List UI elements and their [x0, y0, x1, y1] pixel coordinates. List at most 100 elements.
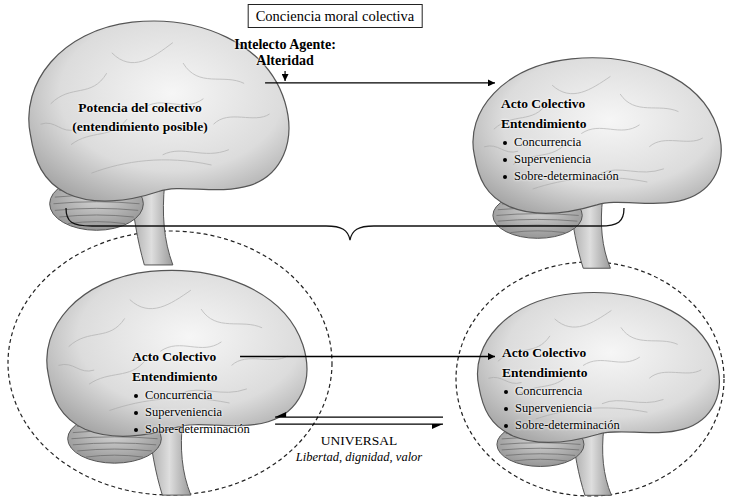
edge-label-text: Intelecto Agente: Alteridad [234, 37, 335, 68]
text-row: Concurrencia [502, 383, 677, 400]
bullet-dot [504, 407, 508, 411]
connector-line [275, 416, 443, 417]
bullet-text: Superveniencia [514, 152, 591, 166]
brain-gyrus [649, 370, 701, 378]
text-row: Concurrencia [501, 134, 676, 151]
edge-label-text: UNIVERSAL [321, 433, 398, 448]
cerebellum-stripe [73, 443, 156, 445]
cerebellum-stripe [55, 208, 138, 210]
cerebellum-stripe [71, 437, 157, 439]
brain-gyrus [112, 43, 173, 63]
bullet-text: Superveniencia [145, 405, 222, 419]
bullet-text: Sobre-determinación [145, 422, 250, 436]
connector-arrow [275, 412, 443, 429]
value-list: Libertad, dignidad, valor [296, 450, 422, 465]
node-heading: Acto Colectivo [132, 349, 216, 364]
cerebellum-stripe [502, 448, 580, 450]
title-text: Conciencia moral colectiva [256, 8, 415, 24]
brain-gyrus [163, 150, 229, 155]
connector-arrow [265, 71, 495, 83]
node-text: Potencia del colectivo (entendimiento po… [40, 98, 240, 136]
node-text: Acto ColectivoEntendimientoConcurrenciaS… [502, 343, 677, 434]
bullet-text: Concurrencia [515, 384, 582, 398]
brain-node: Acto ColectivoEntendimientoConcurrenciaS… [455, 50, 727, 270]
edge-label: Intelecto Agente: Alteridad [223, 37, 348, 69]
bullet-text: Superveniencia [515, 401, 592, 415]
brain-gyrus [59, 364, 95, 371]
node-heading: Entendimiento [502, 365, 588, 380]
brain-node: Acto ColectivoEntendimientoConcurrenciaS… [460, 285, 725, 497]
cerebrum [473, 58, 721, 213]
brain-gyrus [552, 76, 610, 93]
text-row: Acto Colectivo [501, 94, 676, 114]
cerebellum-stripe [510, 231, 564, 233]
cerebellum-stripe [514, 459, 567, 461]
node-heading: Potencia del colectivo (entendimiento po… [72, 100, 207, 134]
text-row: Acto Colectivo [502, 343, 677, 363]
brain-gyrus [91, 160, 211, 173]
text-row: Concurrencia [132, 387, 302, 404]
brain-gyrus [214, 114, 270, 124]
brain-gyrus [621, 327, 678, 344]
brain-gyrus [183, 63, 244, 83]
node-heading: Entendimiento [501, 116, 587, 131]
text-row: Acto Colectivo [132, 347, 302, 367]
cerebellum-stripe [496, 214, 578, 216]
brain-gyrus [649, 138, 702, 147]
bullet-text: Concurrencia [514, 135, 581, 149]
bullet-dot [504, 390, 508, 394]
brain-gyrus [41, 123, 77, 130]
brain-gyrus [581, 125, 639, 134]
brain-gyrus [232, 356, 288, 365]
connector-line [240, 356, 495, 357]
pointer-arrow [284, 71, 285, 81]
connector-line [265, 82, 495, 83]
cerebellum-stripe [53, 202, 139, 204]
text-row: Potencia del colectivo (entendimiento po… [40, 98, 240, 136]
node-text: Acto ColectivoEntendimientoConcurrenciaS… [132, 347, 302, 438]
arrow-head [275, 412, 286, 417]
bullet-dot [134, 411, 138, 415]
bullet-dot [503, 175, 507, 179]
cerebellum-stripe [500, 443, 580, 445]
brain-illustration [455, 50, 727, 270]
bullet-dot [134, 428, 138, 432]
text-row: Entendimiento [132, 367, 302, 387]
value-list-text: Libertad, dignidad, valor [296, 450, 422, 464]
text-row: Entendimiento [502, 363, 677, 383]
text-row: Superveniencia [132, 404, 302, 421]
brain-gyrus [484, 146, 518, 152]
edge-label: UNIVERSAL [321, 433, 398, 449]
cerebellum-stripe [506, 454, 575, 456]
brain-gyrus [583, 357, 640, 365]
cerebellum-stripe [498, 219, 578, 221]
text-row: Superveniencia [501, 151, 676, 168]
text-row: Entendimiento [501, 114, 676, 134]
node-heading: Acto Colectivo [501, 96, 585, 111]
dashed-circle [456, 262, 724, 496]
bullet-dot [503, 158, 507, 162]
node-heading: Entendimiento [132, 369, 218, 384]
node-heading: Acto Colectivo [502, 345, 586, 360]
bullet-dot [503, 141, 507, 145]
brain-gyrus [555, 310, 612, 327]
bullet-text: Concurrencia [145, 388, 212, 402]
brain-node: Acto ColectivoEntendimientoConcurrenciaS… [28, 262, 313, 497]
text-row: Superveniencia [502, 400, 677, 417]
connector-line [275, 423, 443, 424]
cerebrum [47, 270, 307, 436]
brain-gyrus [69, 318, 125, 346]
brain-gyrus [620, 94, 678, 112]
node-text: Acto ColectivoEntendimientoConcurrenciaS… [501, 94, 676, 185]
text-row: Sobre-determinación [132, 421, 302, 438]
curly-brace [66, 208, 624, 240]
cerebellum-stripe [68, 222, 125, 224]
connector-arrow [240, 356, 495, 357]
cerebellum-stripe [59, 215, 134, 217]
cerebrum [477, 293, 719, 443]
arrow-head [432, 424, 443, 429]
cerebellum-stripe [86, 455, 143, 457]
